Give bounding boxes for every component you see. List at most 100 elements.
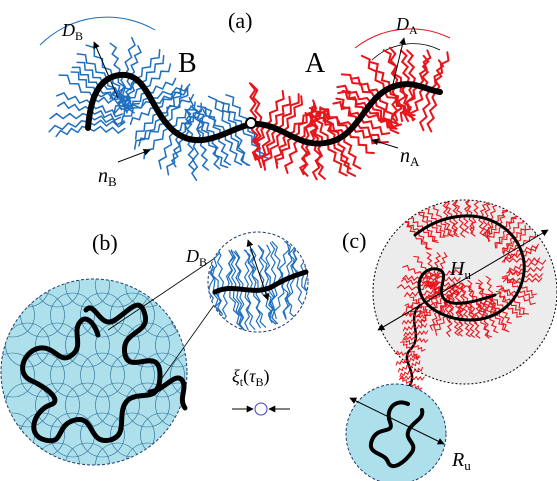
domain-arc-a [354,28,451,49]
side-chain-b [225,249,235,291]
side-chain-a [281,95,304,133]
side-chain-b [166,136,186,176]
side-chain-a [434,59,445,93]
side-chain-a [270,95,292,128]
n-b-symbol: n [98,165,108,187]
r-u-symbol: R [451,449,464,471]
side-chain-b [224,132,243,166]
side-chain-a [260,128,278,167]
side-chain-b [87,119,126,128]
side-chain-b [230,250,237,292]
subunit-circle [155,279,187,308]
d-b-symbol: D [61,20,75,40]
backbone-b [20,302,163,444]
side-chain-a [399,374,413,381]
side-chain-a [251,124,267,161]
tau-symbol: τ [249,366,256,386]
panel-b-label: (b) [92,230,118,255]
side-chain-b [71,66,100,89]
side-chain-b [215,248,225,290]
n-a-arrow [371,138,399,149]
side-chain-b [238,290,245,332]
side-chain-b [49,112,91,120]
side-chain-a [315,110,354,128]
side-chain-a [394,350,408,357]
subunit-circle [170,412,187,458]
side-chain-a [398,365,410,373]
domain-arc-b [39,16,156,46]
side-chain-b [234,250,241,292]
side-chain-a [399,84,420,122]
side-chain-a [395,359,408,366]
side-chain-a [473,200,480,217]
xi-paren-open: ( [243,366,249,387]
side-chain-a [257,125,273,169]
side-chain-b [146,77,177,94]
side-chain-a [332,139,357,177]
side-chain-b [161,87,182,119]
panel-a-label: (a) [228,8,252,33]
side-chain-b [227,249,234,291]
side-chain-a [406,355,420,363]
svg-text:nB: nB [98,165,117,189]
side-chain-b [112,86,145,115]
side-chain-a [408,360,421,368]
side-chain-b [187,138,195,171]
side-chain-a [304,112,324,145]
side-chain-b [133,117,164,150]
side-chain-b [149,83,191,99]
side-chain-a [399,83,416,121]
subunit-circle [5,279,50,308]
side-chain-a [374,97,400,135]
side-chain-b [76,61,104,84]
side-chain-b [184,108,194,141]
side-chain-a [506,211,519,231]
side-chain-a [419,211,433,225]
side-chain-a [464,200,473,217]
side-chain-b [207,95,232,132]
block-b-label: B [178,48,197,79]
block-a-label: A [305,48,326,79]
side-chain-b [129,45,142,77]
subunit-circle [20,352,65,398]
side-chain-a [311,142,324,181]
svg-text:ξt(τB): ξt(τB) [232,366,270,389]
d-b-arrow [93,41,119,99]
side-chain-a [494,205,509,223]
side-chain-a [276,93,300,130]
r-u-subscript: u [464,458,471,473]
side-chain-b [76,53,109,81]
side-chain-b [56,101,92,112]
side-chain-b [48,119,90,133]
side-chain-b [233,251,244,292]
side-chain-a [250,83,263,126]
subunit-circle [140,352,185,398]
subunit-circle [65,442,110,465]
side-chain-b [58,74,95,100]
side-chain-a [421,54,430,89]
side-chain-a [415,330,429,336]
subunit-circle [170,352,187,398]
side-chain-b [225,94,249,126]
d-b-subscript-b: B [199,255,207,269]
side-chain-b [116,74,127,111]
side-chain-a [327,141,348,177]
svg-text:Ru: Ru [451,449,471,473]
side-chain-a [423,208,437,223]
side-chain-b [269,242,277,284]
side-chain-a [409,86,426,122]
h-u-subscript: u [464,267,471,282]
subunit-circle [95,322,140,368]
side-chain-a [390,84,399,125]
side-chain-b [129,107,157,126]
side-chain-a [370,102,398,130]
panel-c-label: (c) [342,228,366,253]
side-chain-b [190,139,200,181]
side-chain-a [411,375,425,381]
side-chain-a [444,200,453,219]
side-chain-a [273,133,289,165]
side-chain-a [410,366,423,374]
side-chain-a [406,49,417,86]
subunit-circle [185,442,187,465]
side-chain-b [134,48,161,80]
